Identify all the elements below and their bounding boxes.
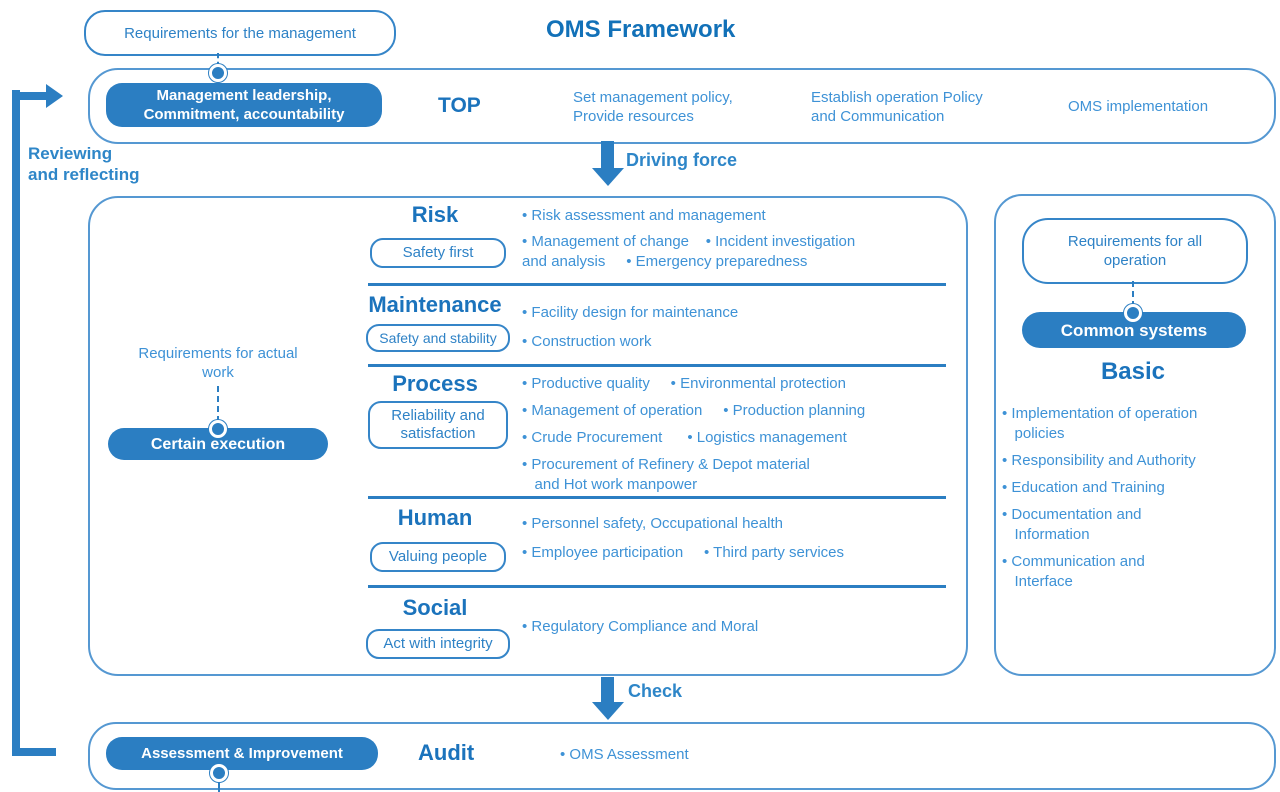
bullet-row: • Productive quality • Environmental pro… bbox=[522, 375, 846, 392]
loop-line-bottom bbox=[12, 748, 56, 756]
bullet-row: • Implementation of operation policies bbox=[1002, 405, 1198, 442]
section-process-heading: Process bbox=[392, 371, 478, 396]
bullet-row: • Regulatory Compliance and Moral bbox=[522, 618, 759, 635]
basic-heading: Basic bbox=[1100, 358, 1166, 385]
audit-bullet: • OMS Assessment bbox=[560, 745, 860, 765]
bullet-row: • Crude Procurement • Logistics manageme… bbox=[522, 429, 847, 446]
section-risk-heading: Risk bbox=[411, 202, 459, 227]
bullet-row: • Communication and Interface bbox=[1002, 553, 1145, 590]
connector-dot-top bbox=[209, 64, 227, 82]
bullet-row: • Risk assessment and management bbox=[522, 207, 766, 224]
section-maintenance-heading: Maintenance bbox=[368, 292, 502, 317]
check-arrowhead-icon bbox=[592, 702, 624, 720]
assessment-improvement-pill: Assessment & Improvement bbox=[106, 737, 378, 770]
section-divider bbox=[368, 283, 946, 286]
connector-dot-bottom bbox=[210, 764, 228, 782]
section-social-motto-badge: Act with integrity bbox=[366, 629, 510, 659]
section-process-bullets: • Productive quality • Environmental pro… bbox=[522, 374, 947, 502]
loop-label: Reviewing and reflecting bbox=[28, 144, 140, 184]
bullet-row: • Education and Training bbox=[1002, 479, 1165, 496]
page-title: OMS Framework bbox=[546, 16, 736, 43]
basic-bullets: • Implementation of operation policies • … bbox=[1002, 404, 1264, 599]
bullet-row: • Construction work bbox=[522, 333, 652, 350]
section-risk-motto-badge: Safety first bbox=[370, 238, 506, 268]
section-divider bbox=[368, 364, 946, 367]
section-human-bullets: • Personnel safety, Occupational health •… bbox=[522, 514, 947, 572]
top-stage-label: TOP bbox=[438, 94, 481, 117]
bullet-row: • Documentation and Information bbox=[1002, 506, 1142, 543]
top-item-establish: Establish operation Policy and Communica… bbox=[811, 89, 983, 125]
requirement-all-operation-pill: Requirements for all operation bbox=[1022, 218, 1248, 284]
bullet-row: • Procurement of Refinery & Depot materi… bbox=[522, 456, 810, 493]
loop-line-top bbox=[12, 92, 46, 100]
connector-dot-middle bbox=[209, 420, 227, 438]
section-maintenance-bullets: • Facility design for maintenance • Const… bbox=[522, 303, 947, 361]
section-social-bullets: • Regulatory Compliance and Moral bbox=[522, 617, 947, 637]
connector-dot-right bbox=[1124, 304, 1142, 322]
bullet-row: • Facility design for maintenance bbox=[522, 304, 739, 321]
section-divider bbox=[368, 496, 946, 499]
section-process-motto-badge: Reliability and satisfaction bbox=[368, 401, 508, 449]
section-social-heading: Social bbox=[402, 595, 468, 620]
section-risk-bullets: • Risk assessment and management • Manage… bbox=[522, 206, 947, 278]
driving-force-label: Driving force bbox=[626, 150, 738, 170]
bullet-row: • Management of change • Incident invest… bbox=[522, 233, 856, 270]
top-item-policy: Set management policy, Provide resources bbox=[573, 89, 733, 125]
driving-force-arrowhead-icon bbox=[592, 168, 624, 186]
check-arrow-shaft bbox=[601, 677, 614, 703]
section-maintenance-motto-badge: Safety and stability bbox=[366, 324, 510, 352]
requirement-management-pill: Requirements for the management bbox=[84, 10, 396, 56]
section-divider bbox=[368, 585, 946, 588]
connector-dashed-top bbox=[217, 53, 219, 67]
loop-line-vertical bbox=[12, 90, 20, 756]
connector-dashed-middle bbox=[217, 386, 219, 422]
audit-stage-label: Audit bbox=[418, 740, 475, 765]
section-human-heading: Human bbox=[397, 505, 473, 530]
management-leadership-pill: Management leadership, Commitment, accou… bbox=[106, 83, 382, 127]
bullet-row: • Employee participation • Third party s… bbox=[522, 544, 845, 561]
loop-arrowhead-icon bbox=[46, 84, 63, 108]
top-item-implementation: OMS implementation bbox=[1068, 98, 1209, 115]
section-human-motto-badge: Valuing people bbox=[370, 542, 506, 572]
check-label: Check bbox=[628, 681, 683, 701]
bullet-row: • Personnel safety, Occupational health bbox=[522, 515, 783, 532]
connector-dashed-right bbox=[1132, 281, 1134, 307]
requirement-actual-work-label: Requirements for actual work bbox=[138, 345, 298, 381]
driving-force-arrow-shaft bbox=[601, 141, 614, 169]
bullet-row: • Responsibility and Authority bbox=[1002, 452, 1196, 469]
bullet-row: • OMS Assessment bbox=[560, 746, 689, 763]
connector-dashed-bottom bbox=[218, 781, 220, 792]
bullet-row: • Management of operation • Production p… bbox=[522, 402, 866, 419]
